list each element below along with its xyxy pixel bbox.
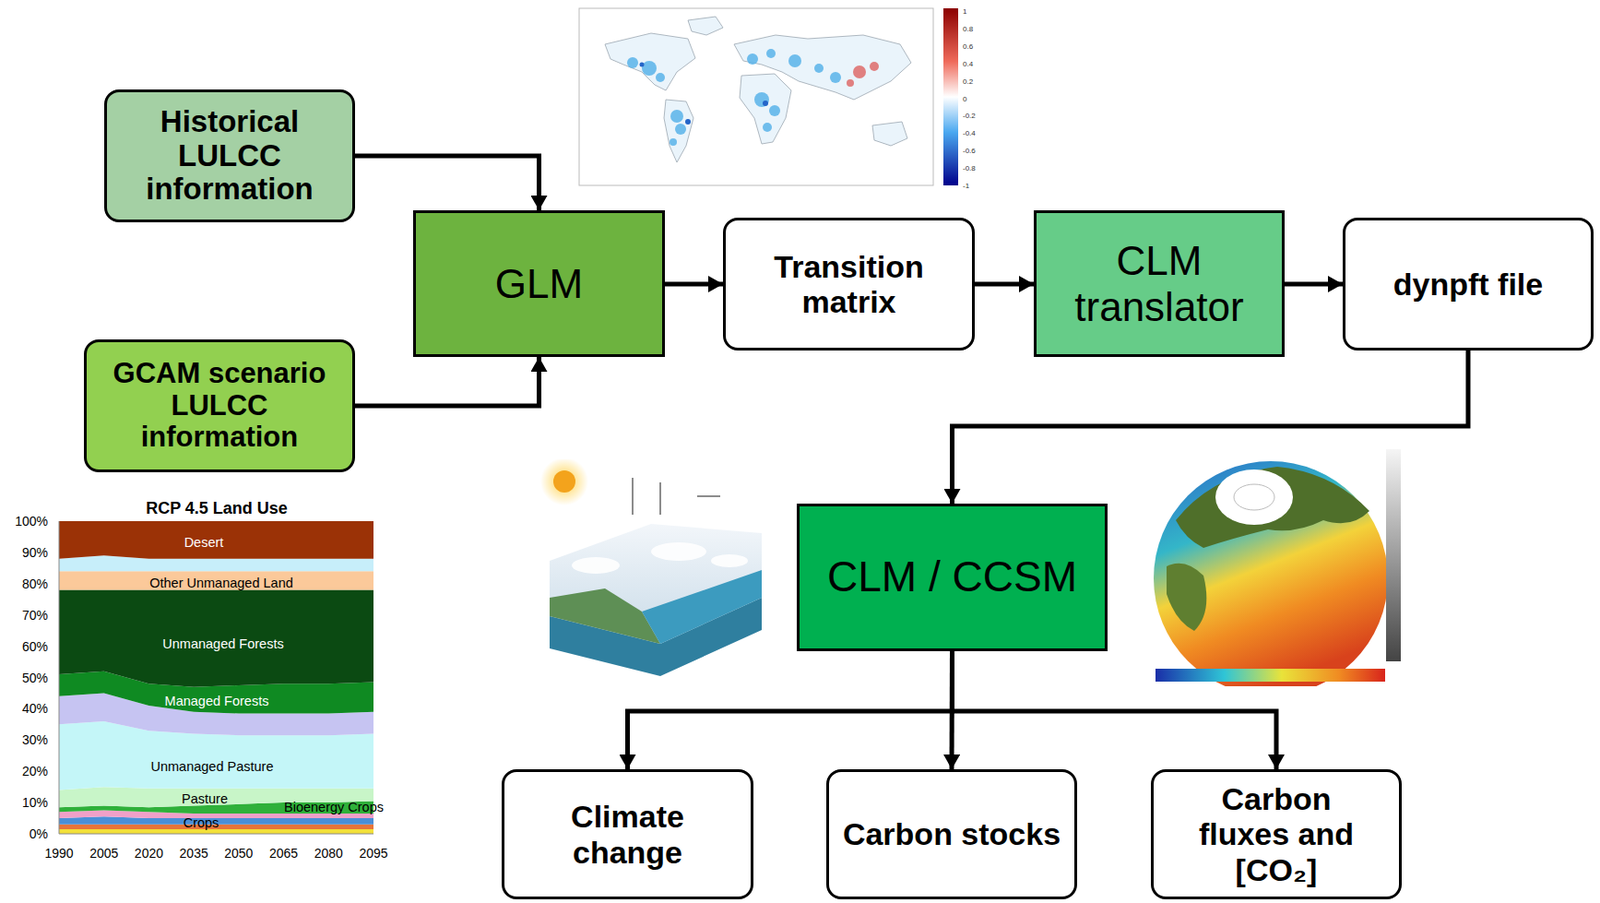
box-text: Carbon stocks <box>842 816 1061 852</box>
globe-illustration <box>1148 446 1416 687</box>
area-band <box>59 570 374 590</box>
axis-tick: 2020 <box>134 845 164 861</box>
model-box: CLM / CCSM <box>796 503 1108 652</box>
colorbar-tick: -0.2 <box>962 111 976 120</box>
series-label: Pasture <box>181 791 228 806</box>
axis-tick: 60% <box>22 639 48 654</box>
box-text: Historical LULCC information <box>116 105 344 208</box>
colorbar-tick: 0.2 <box>962 76 973 85</box>
axis-tick: 40% <box>22 700 48 716</box>
axis-tick: 2035 <box>179 845 209 861</box>
box-text: GCAM scenario LULCC information <box>95 357 344 454</box>
series-label: Other Unmanaged Land <box>149 575 294 591</box>
axis-tick: 30% <box>22 732 48 747</box>
series-label: Desert <box>184 534 225 550</box>
box-text: Climate change <box>513 798 742 869</box>
box-text: Carbon fluxes and [CO₂] <box>1184 781 1369 887</box>
flow-arrow <box>628 651 953 770</box>
area-band <box>59 590 374 688</box>
climate-system-illustration <box>540 459 768 681</box>
colorbar-tick: 0.6 <box>962 41 973 50</box>
axis-tick: 0% <box>29 826 48 842</box>
colorbar-tick: 0.8 <box>962 23 973 33</box>
chart-title: RCP 4.5 Land Use <box>145 498 288 519</box>
model-box: CLM translator <box>1033 210 1285 357</box>
flow-arrow <box>1284 282 1343 287</box>
flow-arrow <box>664 282 723 287</box>
process-box: Transition matrix <box>722 217 975 351</box>
axis-tick: 80% <box>22 576 48 592</box>
colorbar-tick: -0.6 <box>962 146 976 155</box>
box-text: dynpft file <box>1393 266 1543 302</box>
colorbar-tick: 0 <box>962 94 967 103</box>
process-box: Carbon stocks <box>826 769 1078 900</box>
series-label: Managed Forests <box>165 693 270 709</box>
colorbar-tick: -0.8 <box>962 164 976 173</box>
process-box: dynpft file <box>1342 217 1594 351</box>
axis-tick: 2005 <box>89 845 119 861</box>
box-text: CLM translator <box>1045 237 1273 330</box>
colorbar-tick: -0.4 <box>962 129 976 138</box>
series-label: Crops <box>183 815 220 830</box>
flow-arrow <box>952 350 1470 504</box>
chart-axis <box>59 521 374 834</box>
axis-tick: 10% <box>22 794 48 810</box>
flow-arrow <box>355 356 540 406</box>
colorbar-tick: -1 <box>962 181 970 190</box>
model-box: GLM <box>413 210 665 357</box>
axis-tick: 50% <box>22 670 48 686</box>
series-label: Unmanaged Pasture <box>151 758 274 774</box>
axis-tick: 2050 <box>224 845 253 861</box>
colorbar-tick: 0.4 <box>962 59 973 68</box>
box-text: CLM / CCSM <box>827 553 1078 602</box>
flow-arrow <box>974 282 1034 287</box>
world-map <box>577 7 974 189</box>
process-box: Climate change <box>501 769 754 900</box>
colorbar-tick: 1 <box>962 7 967 16</box>
flow-arrow <box>355 155 540 211</box>
area-band <box>59 521 374 559</box>
axis-tick: 2065 <box>269 845 298 861</box>
series-label: Unmanaged Forests <box>162 636 284 652</box>
flow-arrow <box>952 651 1278 770</box>
box-text: GLM <box>495 260 583 307</box>
axis-tick: 1990 <box>44 845 73 861</box>
box-text: Transition matrix <box>734 248 963 320</box>
axis-tick: 90% <box>22 545 48 560</box>
process-box: Carbon fluxes and [CO₂] <box>1150 769 1402 900</box>
series-label: Bioenergy Crops <box>284 799 384 815</box>
axis-tick: 100% <box>14 513 48 529</box>
axis-tick: 2080 <box>314 845 344 861</box>
process-box: Historical LULCC information <box>104 89 356 223</box>
axis-tick: 70% <box>22 607 48 623</box>
axis-tick: 2095 <box>358 845 388 861</box>
axis-tick: 20% <box>22 763 48 779</box>
process-box: GCAM scenario LULCC information <box>83 339 356 473</box>
